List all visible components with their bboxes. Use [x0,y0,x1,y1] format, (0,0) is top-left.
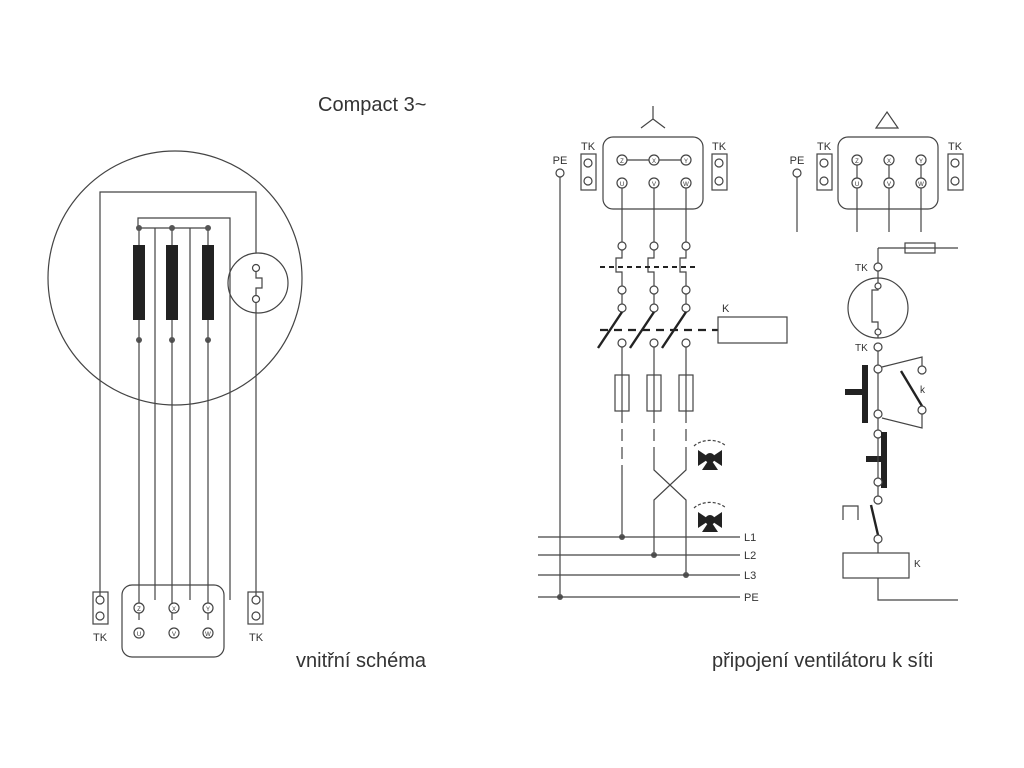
connection-caption: připojení ventilátoru k síti [712,650,934,672]
terminal-v: V [172,632,176,638]
fan-rotation-icon [693,501,727,532]
pe-label-delta: PE [790,155,805,167]
l3-label: L3 [744,570,756,582]
contactor-coil-k-control [842,552,910,579]
svg-text:X: X [887,159,891,165]
winding-3 [202,245,214,320]
terminal-x: X [172,607,176,613]
svg-text:V: V [652,182,656,188]
tk-loop-wire [99,191,257,598]
winding-bus-wire [137,217,231,600]
internal-schema: Z X Y U V W TK TK [47,150,303,658]
tk-block-left-1 [92,591,109,625]
svg-text:W: W [918,182,924,188]
control-circuit: TK TK k [842,242,958,601]
terminal-y: Y [206,607,210,613]
diagram-title: Compact 3~ [318,94,427,116]
motor-housing-circle [47,150,303,406]
svg-text:U: U [855,182,859,188]
tk-label-delta-1: TK [817,141,832,153]
l1-label: L1 [744,532,756,544]
pe-bus-label: PE [744,592,759,604]
svg-text:X: X [652,159,656,165]
delta-connection-schema: Z X Y U V W TK TK PE TK [790,110,964,601]
svg-text:U: U [620,182,624,188]
fan-rotation-icon [693,439,727,470]
svg-text:Z: Z [855,159,859,165]
terminal-box-delta [837,136,939,210]
control-fuse [904,242,936,254]
tk-label-control-1: TK [855,263,868,274]
star-connection-symbol [640,106,666,129]
terminal-board-left [121,584,225,658]
tk-label-left-1: TK [93,632,108,644]
terminal-w: W [205,632,211,638]
terminal-u: U [137,632,141,638]
svg-text:W: W [683,182,689,188]
winding-1 [133,245,145,320]
internal-schema-caption: vnitřní schéma [296,650,427,672]
winding-2 [166,245,178,320]
phase-lines [597,188,718,578]
tk-label-control-2: TK [855,343,868,354]
contactor-coil-k [717,316,788,344]
tk-block-left-2 [247,591,264,625]
k-holding-label: k [920,385,926,396]
mains-bus: L1 L2 L3 PE [538,532,759,604]
tk-label-star-2: TK [712,141,727,153]
svg-text:Y: Y [919,159,923,165]
svg-text:Z: Z [620,159,624,165]
svg-text:Y: Y [684,159,688,165]
terminal-z: Z [137,607,141,613]
k-label-control: K [914,559,921,570]
star-connection-schema: Z X Y U V W TK TK PE [538,106,788,604]
svg-text:V: V [887,182,891,188]
tk-label-delta-2: TK [948,141,963,153]
tk-label-star-1: TK [581,141,596,153]
tk-label-left-2: TK [249,632,264,644]
terminal-box-star [602,136,704,210]
terminal-row-bottom-left: U V W [133,627,214,639]
terminal-row-top-left: Z X Y [133,602,214,614]
k-label-star: K [722,303,730,315]
thermal-contact-circle [227,252,289,314]
l2-label: L2 [744,550,756,562]
delta-connection-symbol [874,110,900,129]
pe-label-star: PE [553,155,568,167]
